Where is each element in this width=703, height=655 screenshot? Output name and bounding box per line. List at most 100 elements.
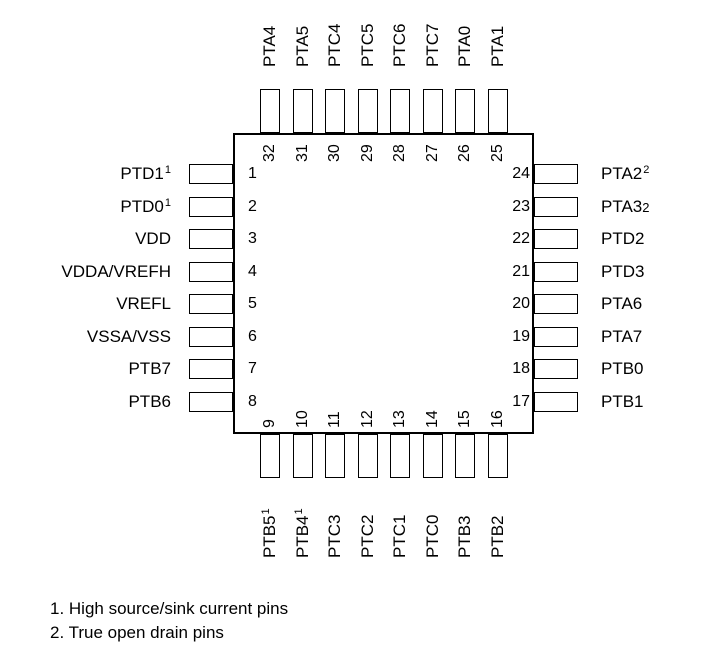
pin-number-28: 28 xyxy=(391,144,408,162)
pin-name: PTB6 xyxy=(128,391,171,411)
pin-pad-5 xyxy=(189,294,233,314)
pin-pad-1 xyxy=(189,164,233,184)
pin-name: PTB5 xyxy=(260,515,279,558)
pin-number-6: 6 xyxy=(248,327,257,345)
pin-number-18: 18 xyxy=(512,360,530,377)
pin-pad-32 xyxy=(260,89,280,133)
pin-number-2: 2 xyxy=(248,197,257,215)
pin-name: VREFL xyxy=(116,294,171,313)
pin-name: VDDA/VREFH xyxy=(61,261,171,281)
pin-footnote-mark: 1 xyxy=(164,196,171,209)
pin-label-13: PTC1 xyxy=(390,515,410,558)
pin-name: PTD2 xyxy=(601,229,645,248)
pin-label-8: PTB6 xyxy=(0,392,171,412)
pin-pad-29 xyxy=(357,89,378,133)
pin-name: PTA2 xyxy=(601,164,643,183)
pin-pad-4 xyxy=(189,261,233,282)
pin-label-4: VDDA/VREFH xyxy=(0,262,171,282)
pin-label-27: PTC7 xyxy=(423,24,443,67)
pin-number-14: 14 xyxy=(423,410,441,428)
pin-label-9: PTB51 xyxy=(260,508,280,558)
pin-number-19: 19 xyxy=(512,327,530,345)
pin-number-8: 8 xyxy=(248,392,257,410)
pin-label-15: PTB3 xyxy=(455,515,475,558)
pin-number-1: 1 xyxy=(248,165,257,182)
pin-number-3: 3 xyxy=(248,230,257,247)
pin-number-4: 4 xyxy=(248,262,257,280)
pin-name: PTC3 xyxy=(325,514,344,558)
pin-number-5: 5 xyxy=(248,295,257,312)
pin-label-25: PTA1 xyxy=(488,26,508,67)
pin-label-5: VREFL xyxy=(0,294,171,314)
pin-label-17: PTB1 xyxy=(601,392,644,412)
pin-label-14: PTC0 xyxy=(423,515,443,558)
pin-pad-13 xyxy=(390,434,410,478)
pin-pad-26 xyxy=(455,89,475,133)
pin-label-29: PTC5 xyxy=(358,24,378,67)
pin-name: PTB0 xyxy=(601,359,644,378)
pin-label-23: PTA32 xyxy=(601,197,650,217)
pin-name: PTB7 xyxy=(128,359,171,378)
pin-number-30: 30 xyxy=(326,144,343,162)
pin-label-30: PTC4 xyxy=(325,24,345,67)
pin-number-25: 25 xyxy=(488,144,506,162)
pin-footnote-mark: 2 xyxy=(642,199,650,215)
pin-number-24: 24 xyxy=(512,165,530,182)
pin-label-10: PTB41 xyxy=(293,508,313,558)
pin-number-17: 17 xyxy=(512,392,530,410)
pin-number-22: 22 xyxy=(512,230,530,247)
pin-number-15: 15 xyxy=(456,410,473,428)
pin-label-19: PTA7 xyxy=(601,327,642,347)
pin-label-26: PTA0 xyxy=(455,26,475,67)
pin-pad-30 xyxy=(325,89,345,133)
pin-name: PTC7 xyxy=(422,23,442,67)
pin-pad-21 xyxy=(534,261,578,282)
pin-pad-18 xyxy=(534,359,578,379)
pin-pad-7 xyxy=(189,359,233,379)
pin-number-29: 29 xyxy=(358,144,376,162)
pin-name: PTA7 xyxy=(601,326,643,346)
pin-label-7: PTB7 xyxy=(0,359,171,379)
pin-label-11: PTC3 xyxy=(325,515,345,558)
pin-pad-12 xyxy=(357,434,378,478)
pin-name: PTB4 xyxy=(292,515,312,558)
pin-name: PTB1 xyxy=(601,391,644,411)
pin-name: PTD0 xyxy=(120,196,164,216)
pin-name: PTA5 xyxy=(292,25,312,67)
pin-name: PTC6 xyxy=(390,23,409,67)
pin-label-20: PTA6 xyxy=(601,294,642,314)
pin-name: PTC1 xyxy=(390,514,409,558)
pin-pad-23 xyxy=(534,196,578,217)
pin-pad-17 xyxy=(534,391,578,412)
pin-label-2: PTD01 xyxy=(0,197,171,217)
pin-pad-19 xyxy=(534,326,578,347)
pin-number-9: 9 xyxy=(261,419,278,428)
pin-number-27: 27 xyxy=(423,144,441,162)
pin-pad-8 xyxy=(189,391,233,412)
pin-name: PTD1 xyxy=(120,164,164,183)
pin-name: VDD xyxy=(135,229,171,248)
pin-label-3: VDD xyxy=(0,229,171,249)
pin-footnote-mark: 1 xyxy=(292,508,305,515)
pin-number-32: 32 xyxy=(261,144,278,162)
pin-pad-27 xyxy=(422,89,443,133)
pin-pad-16 xyxy=(487,434,508,478)
chip-body xyxy=(233,133,534,434)
pin-pad-31 xyxy=(292,89,313,133)
pin-name: PTC2 xyxy=(357,514,377,558)
pin-number-26: 26 xyxy=(456,144,473,162)
pin-footnote-mark: 1 xyxy=(260,508,272,515)
pin-pad-14 xyxy=(422,434,443,478)
pin-pad-28 xyxy=(390,89,410,133)
pin-pad-9 xyxy=(260,434,280,478)
pin-number-16: 16 xyxy=(488,410,506,428)
pin-pad-24 xyxy=(534,164,578,184)
pin-label-18: PTB0 xyxy=(601,359,644,379)
pin-number-31: 31 xyxy=(293,144,311,162)
pin-number-21: 21 xyxy=(512,262,530,280)
pin-pad-6 xyxy=(189,326,233,347)
pin-number-12: 12 xyxy=(358,410,376,428)
pin-name: PTC0 xyxy=(422,514,442,558)
pin-number-20: 20 xyxy=(512,295,530,312)
